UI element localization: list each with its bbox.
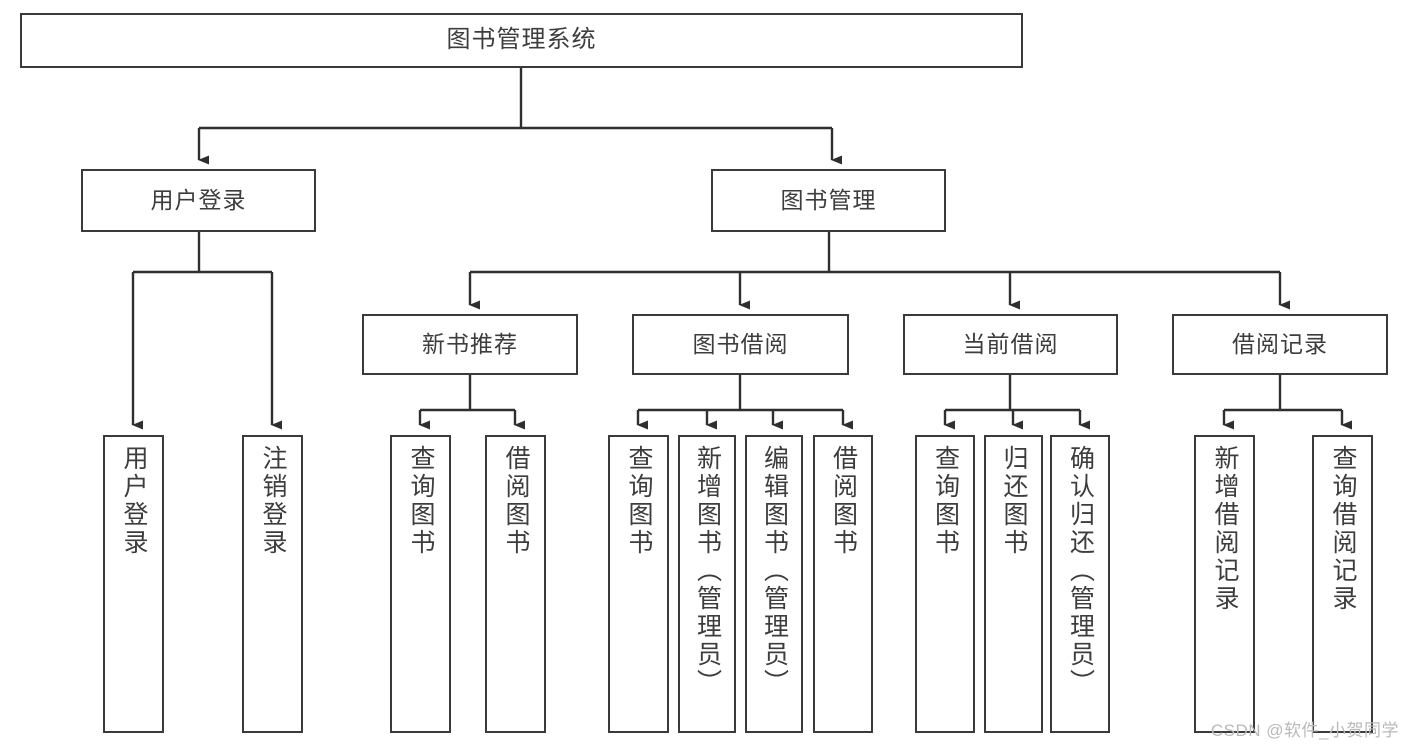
leaf-edit-book-admin[interactable]: 编辑图书（管理员） <box>745 435 803 733</box>
leaf-confirm-return-admin[interactable]: 确认归还（管理员） <box>1050 435 1110 733</box>
node-label: 用户登录 <box>120 445 148 557</box>
watermark: CSDN @软件_小贺同学 <box>1210 721 1399 740</box>
leaf-user-login[interactable]: 用户登录 <box>103 435 164 733</box>
leaf-return-book[interactable]: 归还图书 <box>984 435 1043 733</box>
leaf-query-book-recommend[interactable]: 查询图书 <box>390 435 451 733</box>
leaf-borrow-book[interactable]: 借阅图书 <box>813 435 873 733</box>
node-label: 编辑图书（管理员） <box>760 445 789 697</box>
leaf-logout[interactable]: 注销登录 <box>242 435 303 733</box>
node-label: 新增图书（管理员） <box>693 445 722 697</box>
node-label: 注销登录 <box>259 445 287 557</box>
node-label: 新书推荐 <box>422 330 518 357</box>
leaf-query-borrow-record[interactable]: 查询借阅记录 <box>1312 435 1373 733</box>
node-label: 借阅记录 <box>1232 330 1328 357</box>
leaf-borrow-book-recommend[interactable]: 借阅图书 <box>485 435 546 733</box>
node-label: 图书管理 <box>780 186 877 213</box>
node-label: 新增借阅记录 <box>1211 445 1239 613</box>
node-current-borrow[interactable]: 当前借阅 <box>903 314 1118 375</box>
node-new-book-recommend[interactable]: 新书推荐 <box>362 314 578 375</box>
node-borrow-record[interactable]: 借阅记录 <box>1172 314 1388 375</box>
node-label: 查询图书 <box>625 445 653 557</box>
node-label: 当前借阅 <box>962 330 1059 357</box>
node-label: 查询借阅记录 <box>1329 445 1357 613</box>
node-root-book-management-system[interactable]: 图书管理系统 <box>20 13 1023 68</box>
node-label: 归还图书 <box>1000 445 1028 557</box>
leaf-query-book-borrow[interactable]: 查询图书 <box>608 435 669 733</box>
node-user-login[interactable]: 用户登录 <box>81 169 316 232</box>
node-label: 查询图书 <box>407 445 435 557</box>
leaf-add-borrow-record[interactable]: 新增借阅记录 <box>1194 435 1255 733</box>
node-label: 确认归还（管理员） <box>1066 445 1095 697</box>
leaf-query-book-current[interactable]: 查询图书 <box>915 435 975 733</box>
node-book-management[interactable]: 图书管理 <box>711 169 946 232</box>
node-label: 借阅图书 <box>502 445 530 557</box>
node-label: 借阅图书 <box>829 445 858 557</box>
node-label: 用户登录 <box>150 186 247 213</box>
leaf-add-book-admin[interactable]: 新增图书（管理员） <box>678 435 736 733</box>
node-label: 查询图书 <box>931 445 960 557</box>
node-label: 图书管理系统 <box>446 26 597 54</box>
node-book-borrow[interactable]: 图书借阅 <box>632 314 849 375</box>
node-label: 图书借阅 <box>692 330 789 357</box>
